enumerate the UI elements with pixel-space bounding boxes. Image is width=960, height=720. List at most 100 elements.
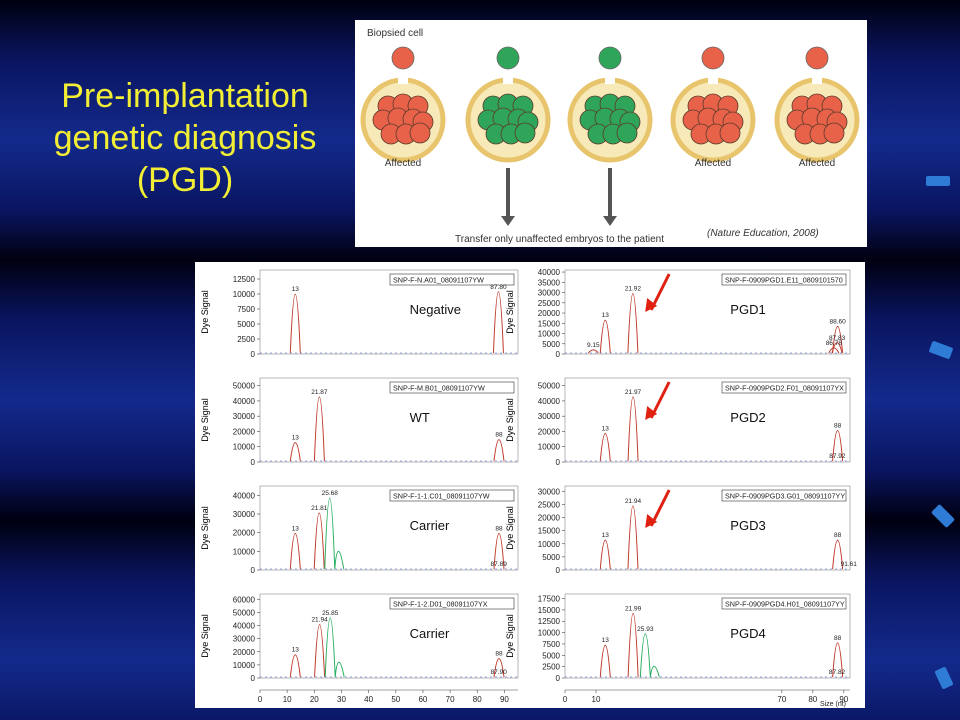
x-axis-label: Size (nt) (820, 701, 846, 708)
peak-label: 13 (292, 526, 300, 533)
x-tick-label: 0 (563, 695, 568, 704)
peak-label: 88.60 (829, 318, 846, 325)
y-tick-label: 2500 (237, 335, 255, 344)
trace-panel: Dye Signal175001500012500100007500500025… (505, 593, 851, 683)
peak-trace (313, 512, 325, 570)
y-tick-label: 0 (251, 566, 256, 575)
peak-label: 25.93 (637, 626, 654, 633)
biopsy-gap (605, 76, 615, 84)
y-tick-label: 5000 (237, 320, 255, 329)
sample-name: Carrier (410, 626, 450, 641)
transfer-caption: Transfer only unaffected embryos to the … (455, 234, 664, 245)
peak-trace (627, 396, 639, 462)
y-tick-label: 30000 (538, 487, 561, 496)
sample-id: SNP-F-0909PGD3.G01_08091107YY (725, 492, 845, 501)
electropherogram-svg: Dye Signal12500100007500500025000SNP-F-N… (200, 268, 857, 708)
x-tick-label: 0 (258, 695, 263, 704)
biopsied-cell-label: Biopsied cell (367, 28, 423, 39)
plot-frame (564, 269, 851, 355)
y-tick-label: 10000 (233, 547, 256, 556)
peak-label: 25.85 (322, 610, 339, 617)
sample-id: SNP-F-1-2.D01_08091107YX (393, 600, 488, 609)
biopsy-gap (812, 76, 822, 84)
peak-label: 13 (292, 286, 300, 293)
x-tick-label: 80 (473, 695, 482, 704)
y-tick-label: 5000 (542, 553, 560, 562)
x-tick-label: 70 (777, 695, 786, 704)
y-tick-label: 15000 (538, 319, 561, 328)
sample-name: PGD3 (730, 518, 765, 533)
biopsied-cell (598, 46, 622, 70)
peak-label: 13 (292, 435, 300, 442)
y-tick-label: 50000 (233, 382, 256, 391)
y-tick-label: 20000 (233, 427, 256, 436)
y-tick-label: 10000 (538, 443, 561, 452)
y-axis-label: Dye Signal (200, 398, 210, 442)
peak-label: 25.68 (322, 490, 339, 497)
y-tick-label: 0 (251, 350, 256, 359)
peak-label: 88 (495, 651, 503, 658)
peak-label: 87.90 (491, 669, 508, 676)
y-tick-label: 40000 (233, 622, 256, 631)
peak-label: 13 (292, 647, 300, 654)
y-tick-label: 30000 (538, 289, 561, 298)
x-tick-label: 90 (500, 695, 509, 704)
sample-name: Negative (410, 302, 461, 317)
y-tick-label: 40000 (538, 397, 561, 406)
y-tick-label: 20000 (538, 309, 561, 318)
sample-id: SNP-F-1-1.C01_08091107YW (393, 492, 490, 501)
y-tick-label: 10000 (233, 443, 256, 452)
y-tick-label: 50000 (538, 382, 561, 391)
x-tick-label: 90 (839, 695, 848, 704)
embryo-label: Affected (385, 158, 422, 169)
peak-label: 87.82 (829, 669, 846, 676)
trace-panel: Dye Signal400003500030000250002000015000… (505, 268, 851, 359)
y-tick-label: 40000 (233, 397, 256, 406)
y-tick-label: 20000 (233, 648, 256, 657)
peak-label: 88 (834, 635, 842, 642)
peak-trace (832, 326, 844, 354)
embryo-affected: Affected (774, 46, 860, 169)
y-tick-label: 60000 (233, 595, 256, 604)
peak-label: 87.83 (829, 335, 846, 342)
y-axis-label: Dye Signal (505, 290, 515, 334)
y-tick-label: 12500 (538, 617, 561, 626)
y-tick-label: 20000 (538, 427, 561, 436)
y-tick-label: 0 (251, 458, 256, 467)
sample-id: SNP-F-0909PGD4.H01_08091107YY (725, 600, 845, 609)
embryo-label: Affected (695, 158, 732, 169)
y-tick-label: 20000 (538, 514, 561, 523)
sample-name: Carrier (410, 518, 450, 533)
sample-id: SNP-F-0909PGD1.E11_0809101570 (725, 276, 843, 285)
y-tick-label: 50000 (233, 608, 256, 617)
peak-trace (832, 539, 844, 570)
sample-id: SNP-F-N.A01_08091107YW (393, 276, 484, 285)
peak-label: 21.99 (625, 605, 642, 612)
biopsied-cell (496, 46, 520, 70)
peak-trace (314, 624, 326, 678)
peak-trace (493, 658, 505, 678)
peak-trace (627, 293, 639, 354)
peak-trace (627, 505, 639, 570)
transfer-arrow-head (603, 216, 617, 226)
y-tick-label: 0 (556, 566, 561, 575)
peak-label: 88 (495, 526, 503, 533)
sample-id: SNP-F-0909PGD2.F01_08091107YX (725, 384, 844, 393)
biopsied-cell (701, 46, 725, 70)
x-tick-label: 40 (364, 695, 373, 704)
y-tick-label: 0 (556, 674, 561, 683)
blastomere (823, 122, 845, 144)
y-axis-label: Dye Signal (505, 398, 515, 442)
y-tick-label: 17500 (538, 595, 561, 604)
biopsied-cell (391, 46, 415, 70)
y-axis-label: Dye Signal (200, 506, 210, 550)
y-tick-label: 10000 (538, 540, 561, 549)
sample-id-box (721, 273, 847, 286)
y-axis-label: Dye Signal (505, 614, 515, 658)
sample-id-box (721, 597, 847, 610)
peak-label: 88 (834, 422, 842, 429)
y-tick-label: 25000 (538, 500, 561, 509)
peak-trace (493, 533, 505, 570)
